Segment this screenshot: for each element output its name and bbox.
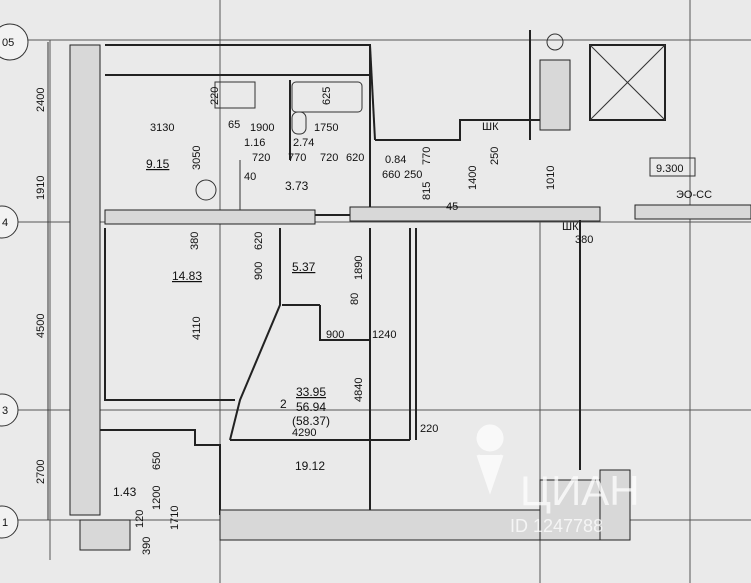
dim-220b: 220 xyxy=(420,423,438,435)
dim-1900: 1900 xyxy=(250,122,274,134)
svg-text:ЦИАН: ЦИАН xyxy=(520,467,640,514)
west-wall xyxy=(69,44,101,516)
dim-1710: 1710 xyxy=(169,506,181,530)
dim-084: 0.84 xyxy=(385,154,406,166)
dim-625: 625 xyxy=(321,87,333,105)
dim-1400: 1400 xyxy=(467,166,479,190)
balcony-wall xyxy=(634,204,751,220)
level-box xyxy=(649,157,696,177)
boiler-symbol xyxy=(195,179,217,201)
elevator-shaft xyxy=(589,44,666,121)
dim-660: 660 xyxy=(382,169,400,181)
dim-250b: 250 xyxy=(489,147,501,165)
total-area-balcony: (58.37) xyxy=(292,414,330,428)
label-shk-2: ШК xyxy=(562,221,579,233)
svg-text:ID 1247788: ID 1247788 xyxy=(510,516,603,536)
watermark: ЦИАН ID 1247788 xyxy=(476,424,640,536)
dim-770b: 770 xyxy=(421,147,433,165)
axis-marker-3: 3 xyxy=(0,393,19,427)
dim-900a: 900 xyxy=(253,262,265,280)
svg-text:3: 3 xyxy=(2,405,8,417)
total-area: 56.94 xyxy=(296,400,326,414)
label-eo: ЭО-СС xyxy=(676,189,712,201)
dim-770a: 770 xyxy=(288,152,306,164)
dim-900b: 900 xyxy=(326,329,344,341)
dim-80: 80 xyxy=(349,293,361,305)
dim-380: 380 xyxy=(189,232,201,250)
dim-1750: 1750 xyxy=(314,122,338,134)
svg-text:05: 05 xyxy=(2,37,14,49)
dim-620a: 620 xyxy=(253,232,265,250)
dim-3130: 3130 xyxy=(150,122,174,134)
dim-1910: 1910 xyxy=(35,176,47,200)
dim-650: 650 xyxy=(151,452,163,470)
svg-text:1: 1 xyxy=(2,517,8,529)
dim-40: 40 xyxy=(244,171,256,183)
dim-4110: 4110 xyxy=(191,316,203,340)
area-balcony: 1.43 xyxy=(113,485,137,499)
dim-380b: 380 xyxy=(575,234,593,246)
area-room-2: 19.12 xyxy=(295,459,325,473)
dim-250a: 250 xyxy=(404,169,422,181)
corridor-walls xyxy=(319,305,370,341)
axis-marker-1: 1 xyxy=(0,505,19,539)
dim-3050: 3050 xyxy=(191,146,203,170)
dim-120: 120 xyxy=(134,510,146,528)
dim-2400: 2400 xyxy=(35,88,47,112)
area-room-small: 5.37 xyxy=(292,260,316,274)
dim-1010: 1010 xyxy=(545,166,557,190)
dim-1240: 1240 xyxy=(372,329,396,341)
dim-45: 45 xyxy=(446,201,458,213)
dim-274: 2.74 xyxy=(293,137,314,149)
room-5-walls xyxy=(229,228,281,441)
axis-marker-4: 4 xyxy=(0,205,19,239)
dim-720a: 720 xyxy=(252,152,270,164)
rooms-count: 2 xyxy=(280,397,287,411)
bathtub xyxy=(291,81,363,113)
svg-text:4: 4 xyxy=(2,217,8,229)
label-shk-1: ШК xyxy=(482,121,499,133)
dim-4500: 4500 xyxy=(35,314,47,338)
area-kitchen: 9.15 xyxy=(146,157,170,171)
dim-390: 390 xyxy=(141,537,153,555)
dim-4290: 4290 xyxy=(292,427,316,439)
dim-720b: 720 xyxy=(320,152,338,164)
area-hall: 3.73 xyxy=(285,179,309,193)
level-mark: 9.300 xyxy=(656,163,684,175)
dim-620b: 620 xyxy=(346,152,364,164)
room-14-walls xyxy=(104,228,235,401)
south-wall xyxy=(219,509,551,541)
dim-220a: 220 xyxy=(209,87,221,105)
dim-1890: 1890 xyxy=(353,256,365,280)
kitchen-sink xyxy=(214,81,256,109)
dim-4840: 4840 xyxy=(353,378,365,402)
area-room-1: 14.83 xyxy=(172,269,202,283)
partition-kitchen-bottom xyxy=(104,209,316,225)
dim-1200: 1200 xyxy=(151,486,163,510)
partition-hall-bottom xyxy=(349,206,601,222)
dim-815: 815 xyxy=(421,182,433,200)
toilet xyxy=(291,111,307,135)
dim-65: 65 xyxy=(228,119,240,131)
axis-marker-top: 05 xyxy=(0,23,29,61)
living-area: 33.95 xyxy=(296,385,326,399)
dim-116: 1.16 xyxy=(244,137,265,149)
dim-2700: 2700 xyxy=(35,460,47,484)
